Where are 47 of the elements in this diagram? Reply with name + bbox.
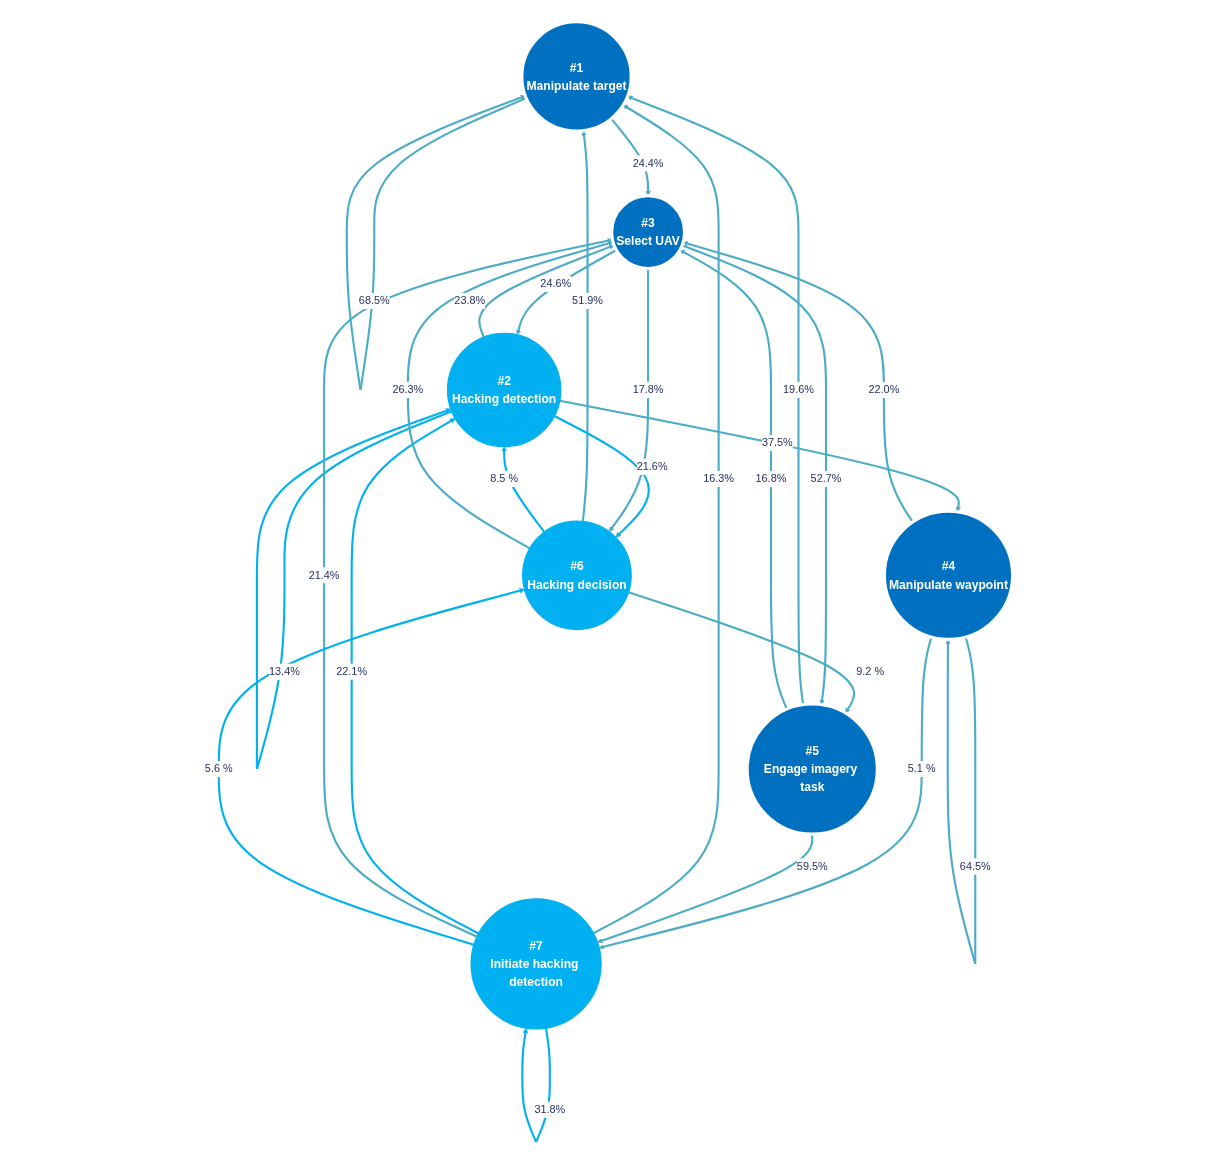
edge-label: 24.6% xyxy=(540,277,572,290)
arrow xyxy=(256,408,453,770)
node-circle: #1 Manipulate target xyxy=(520,20,633,133)
edge-label: 24.4% xyxy=(632,157,664,170)
edge-label: 52.7% xyxy=(810,472,842,485)
edge-label: 22.1% xyxy=(336,665,368,678)
node-circle: #2 Hacking detection xyxy=(447,332,562,448)
edge-label: 16.3% xyxy=(703,472,735,485)
arrow xyxy=(945,636,977,965)
node-circle: #6 Hacking decision xyxy=(522,520,633,631)
arrow xyxy=(407,240,614,550)
arrow xyxy=(350,418,480,935)
edge-label: 59.5% xyxy=(797,860,829,873)
arrow xyxy=(554,415,651,538)
arrow xyxy=(593,104,720,935)
arrow xyxy=(628,591,856,714)
edge-label: 22.0% xyxy=(868,383,900,396)
arrow xyxy=(478,244,615,338)
edge-label: 9.2 % xyxy=(856,665,885,678)
edge-label: 51.9% xyxy=(572,294,604,307)
edge-label: 64.5% xyxy=(960,860,992,873)
edge-label: 16.8% xyxy=(755,472,787,485)
arrow xyxy=(599,636,933,950)
arrow xyxy=(597,834,814,944)
edge-label: 19.6% xyxy=(783,383,815,396)
arrow xyxy=(323,238,614,938)
node-circle: #7 Initiate hacking detection xyxy=(470,898,603,1030)
edge-label: 21.4% xyxy=(308,568,340,582)
edge-label: 5.6 % xyxy=(205,762,233,775)
arrow xyxy=(218,588,526,946)
edge-label: 13.4% xyxy=(269,665,301,678)
edge-label: 31.8% xyxy=(534,1103,566,1116)
edge-label: 26.3% xyxy=(392,383,424,396)
edge-label: 68.5% xyxy=(359,294,391,307)
arrow xyxy=(627,95,805,705)
edge-label: 37.5% xyxy=(762,436,794,449)
edge-label: 21.6% xyxy=(637,460,668,473)
edge-label: 5.1 % xyxy=(908,762,936,775)
arrow xyxy=(679,249,789,710)
arrow xyxy=(609,268,650,532)
arrow xyxy=(581,130,589,522)
node-circle: #3 Select UAV xyxy=(610,194,687,271)
arrow xyxy=(559,399,962,513)
edge-label: 17.8% xyxy=(632,383,664,396)
edge-label: 8.5 % xyxy=(490,472,519,485)
edge-label: 23.8% xyxy=(454,294,486,307)
arrow xyxy=(683,241,915,523)
